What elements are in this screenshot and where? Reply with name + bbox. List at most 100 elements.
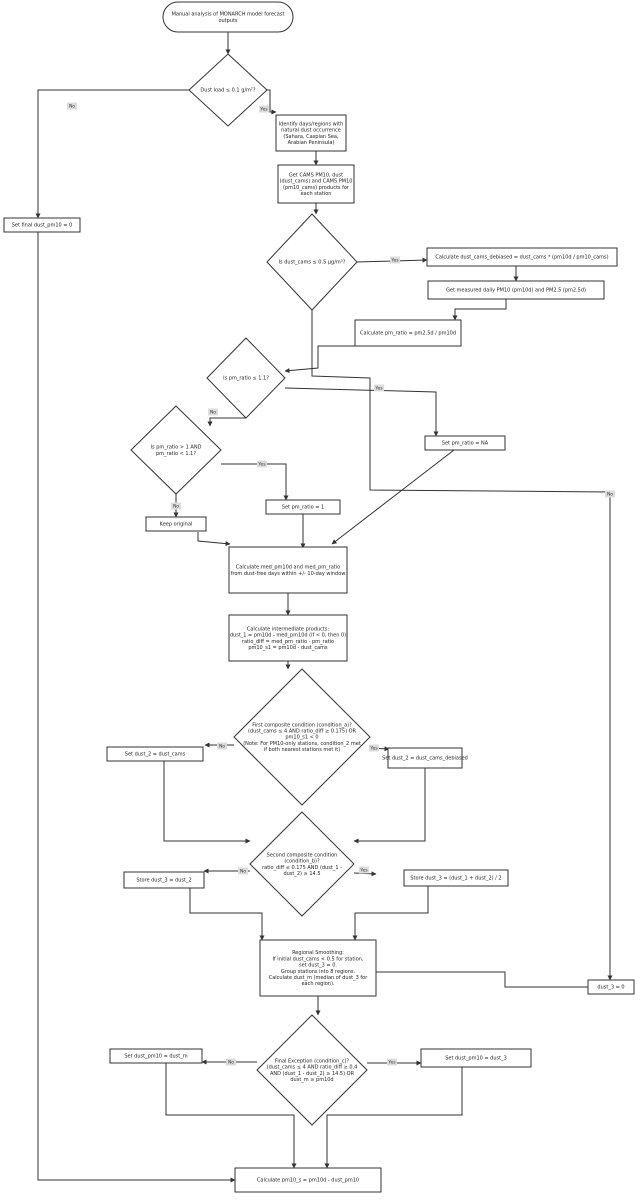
node-text: Set dust_pm10 = dust_m xyxy=(124,1054,187,1060)
node-shape xyxy=(427,280,605,300)
node-text: If initial dust_cams < 0.5 for station, xyxy=(272,956,363,962)
node-shape xyxy=(277,164,355,204)
connector-arrow xyxy=(284,387,439,437)
node-shape xyxy=(162,1,294,33)
connector-arrow xyxy=(35,89,189,219)
edge-label-bg xyxy=(171,502,181,510)
edge-label: Yes xyxy=(259,105,269,113)
edge-label: No xyxy=(217,742,227,750)
node-text: Is pm_ratio > 1 AND xyxy=(151,445,202,451)
node-text: pm10_s1 = pm10d - dust_cams xyxy=(248,645,328,651)
node-text: Set dust_pm10 = dust_3 xyxy=(445,1056,507,1062)
node-shape xyxy=(228,614,348,662)
edge-label-bg xyxy=(374,384,384,392)
edge-label-text: No xyxy=(69,104,75,110)
node-d-ratio-11: Is pm_ratio ≤ 1.1? xyxy=(206,337,286,419)
node-text: Regional Smoothing: xyxy=(292,950,344,956)
node-shape xyxy=(3,217,81,233)
node-text: from dust-free days within +/- 10-day wi… xyxy=(231,571,346,577)
edge-label-bg xyxy=(67,102,77,110)
node-shape xyxy=(233,668,371,806)
node-shape xyxy=(275,114,347,152)
edge-label-bg xyxy=(238,867,248,875)
node-set-pm10-m: Set dust_pm10 = dust_m xyxy=(109,1048,203,1064)
edge-label: No xyxy=(208,408,218,416)
node-set-one: Set pm_ratio = 1 xyxy=(265,499,341,515)
node-text: Set dust_2 = dust_cams_debiased xyxy=(382,756,468,762)
node-text: (dust_cams ≤ 4 AND ratio_diff ≥ 0.175) O… xyxy=(248,729,357,735)
node-text: pm_ratio < 1.1? xyxy=(156,451,196,457)
node-text: outputs xyxy=(218,18,237,24)
edge-label: Yes xyxy=(387,1058,397,1066)
node-text: Calculate dust_cams_debiased = dust_cams… xyxy=(435,255,608,261)
node-shape xyxy=(424,435,506,451)
edge-label-bg xyxy=(605,490,615,498)
node-calc-ratio: Calculate pm_ratio = pm2.5d / pm10d xyxy=(354,319,462,347)
connector-arrow xyxy=(163,761,251,844)
node-shape xyxy=(206,337,286,419)
node-text: pm10_s1 < 0 xyxy=(285,735,318,741)
node-text: Set dust_2 = dust_cams xyxy=(125,752,186,758)
node-d-cond-a: First composite condition (condition_a)?… xyxy=(233,668,371,806)
node-text: (Sahara, Caspian Sea, xyxy=(283,134,339,140)
edge-label-text: Yes xyxy=(390,258,399,264)
node-shape xyxy=(234,1167,382,1193)
node-set-pm10-3: Set dust_pm10 = dust_3 xyxy=(420,1048,532,1068)
connector-arrow xyxy=(221,463,289,501)
node-text: dust_3 = 0 xyxy=(597,985,624,991)
connector-arrow xyxy=(452,299,507,321)
node-calc-final: Calculate pm10_s = pm10d - dust_pm10 xyxy=(234,1167,382,1193)
node-shape xyxy=(228,546,348,594)
node-text: dust_m ≥ pm10d xyxy=(290,1077,333,1083)
node-text: Second composite condition xyxy=(267,852,338,858)
edge-label-text: No xyxy=(173,504,179,510)
node-text: Get CAMS PM10, dust xyxy=(289,172,343,178)
edge-label-text: Yes xyxy=(374,386,383,392)
node-text: if both nearest stations met it) xyxy=(264,747,340,753)
node-text: dust_2) ≥ 14.5 xyxy=(283,871,320,877)
edge-label: No xyxy=(171,502,181,510)
edge-label: No xyxy=(226,1058,236,1066)
node-text: (condition_b)? xyxy=(284,859,320,865)
node-set-na: Set pm_ratio = NA xyxy=(424,435,506,451)
node-text: set dust_3 = 0. xyxy=(299,963,337,969)
node-text: First composite condition (condition_a)? xyxy=(252,722,352,728)
node-shape xyxy=(387,747,463,769)
node-text: Store dust_3 = dust_2 xyxy=(136,878,191,884)
node-text: Is dust_cams ≤ 0.5 µg/m³? xyxy=(279,260,346,266)
node-text: Group stations into 8 regions. xyxy=(281,969,356,975)
node-text: Is pm_ratio ≤ 1.1? xyxy=(223,376,269,382)
edge-label: No xyxy=(238,867,248,875)
edge-label-text: No xyxy=(228,1060,234,1066)
node-shape xyxy=(420,1048,532,1068)
node-text: Identify days/regions with xyxy=(279,121,344,127)
edge-label-text: Yes xyxy=(257,462,266,468)
node-text: Keep original xyxy=(160,522,193,528)
node-get-measured: Get measured daily PM10 (pm10d) and PM2.… xyxy=(427,280,605,300)
node-text: Set final dust_pm10 = 0 xyxy=(12,223,73,229)
node-calc-inter: Calculate intermediate products:dust_1 =… xyxy=(228,614,348,662)
node-text: (Note: For PM10-only stations, condition… xyxy=(243,741,361,747)
node-shape xyxy=(259,939,377,997)
connector-arrow xyxy=(165,1063,297,1169)
node-store-d3-avg: Store dust_3 = (dust_1 + dust_2) / 2 xyxy=(403,869,509,887)
edge-label-text: No xyxy=(607,492,613,498)
connector-arrow xyxy=(331,449,455,545)
node-shape xyxy=(109,1048,203,1064)
node-text: (dust_cams) and CAMS PM10 xyxy=(280,179,353,185)
node-text: Calculate pm_ratio = pm2.5d / pm10d xyxy=(360,331,456,337)
node-set-d2-cams: Set dust_2 = dust_cams xyxy=(106,746,204,762)
connector-arrow xyxy=(197,532,231,547)
node-regional: Regional Smoothing:If initial dust_cams … xyxy=(259,939,377,997)
node-text: each station xyxy=(301,191,332,197)
node-set-final-zero: Set final dust_pm10 = 0 xyxy=(3,217,81,233)
edge-label: Yes xyxy=(390,256,400,264)
node-shape xyxy=(403,869,509,887)
connector-arrow xyxy=(324,1067,463,1169)
node-calc-debiased: Calculate dust_cams_debiased = dust_cams… xyxy=(426,247,618,267)
edge-label-bg xyxy=(208,408,218,416)
node-set-d2-deb: Set dust_2 = dust_cams_debiased xyxy=(382,747,468,769)
